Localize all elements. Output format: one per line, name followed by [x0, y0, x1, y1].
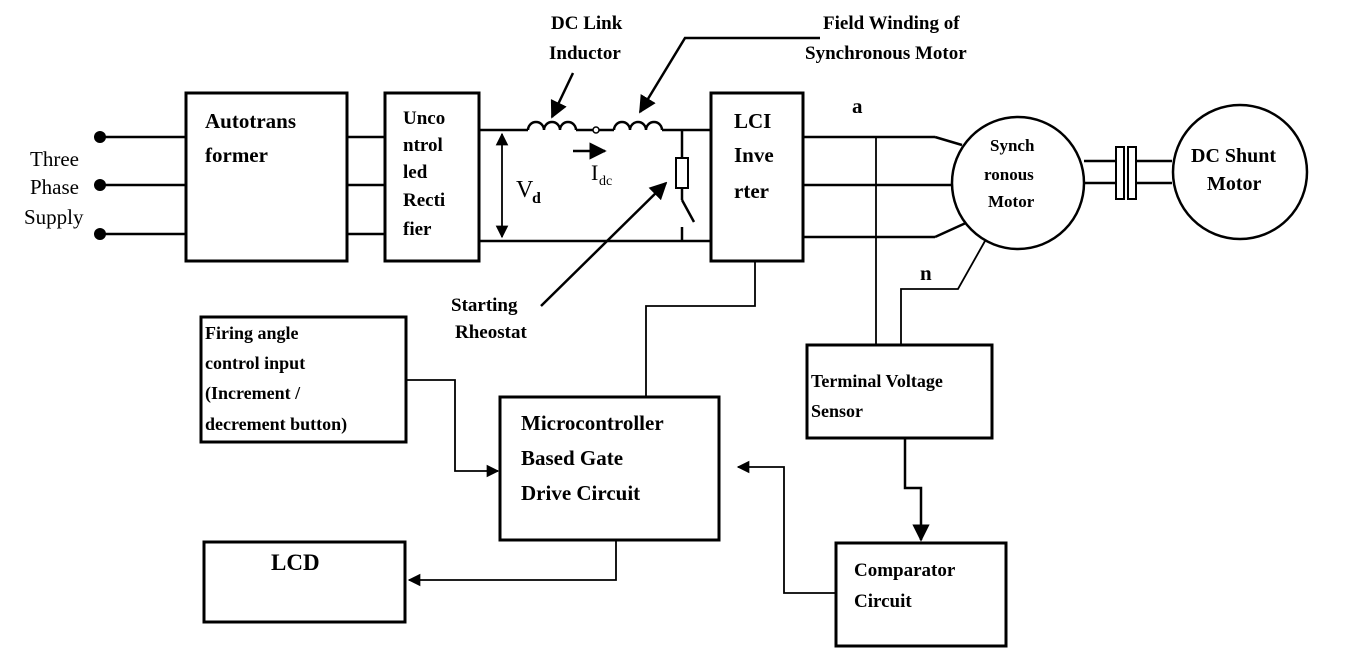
- sync-motor-label-line3: Motor: [988, 192, 1035, 211]
- supply-label-line1: Three: [30, 147, 79, 171]
- shaft-coupling: [1084, 146, 1172, 200]
- firing-input-label-line3: (Increment /: [205, 383, 301, 404]
- lcd-label: LCD: [271, 550, 320, 575]
- inverter-label-line1: LCI: [734, 109, 771, 133]
- comparator-block: [834, 541, 1008, 648]
- rectifier-label-line4: Recti: [403, 190, 445, 211]
- sync-motor-label-line1: Synch: [990, 136, 1035, 155]
- lcd-block: [202, 540, 407, 624]
- sensing-wires: [875, 137, 986, 345]
- supply-label-line2: Phase: [30, 175, 79, 199]
- voltage-sensor-label-line1: Terminal Voltage: [811, 371, 943, 391]
- rectifier-block: [383, 91, 481, 263]
- field-winding-label-line2: Synchronous Motor: [805, 43, 967, 64]
- idc-label: I: [591, 160, 598, 185]
- microcontroller-label-line3: Drive Circuit: [521, 481, 640, 505]
- comparator-label-line2: Circuit: [854, 591, 912, 612]
- lci-inverter-block: [709, 91, 805, 263]
- sync-motor-label-line2: ronous: [984, 165, 1034, 184]
- dc-link-bus: [479, 120, 711, 243]
- voltage-sensor-label-line2: Sensor: [811, 401, 863, 421]
- dc-motor-label-line1: DC Shunt: [1191, 145, 1276, 167]
- microcontroller-label-line1: Microcontroller: [521, 411, 664, 435]
- inverter-label-line2: Inve: [734, 143, 774, 167]
- inverter-label-line3: rter: [734, 179, 769, 203]
- rectifier-label-line3: led: [403, 162, 428, 183]
- dc-link-inductor-label-line2: Inductor: [549, 43, 621, 64]
- dc-motor-label-line2: Motor: [1207, 173, 1262, 195]
- microcontroller-label-line2: Based Gate: [521, 446, 623, 470]
- firing-input-label-line2: control input: [205, 353, 305, 373]
- rectifier-label-line2: ntrol: [403, 135, 443, 156]
- dc-shunt-motor: [1171, 103, 1309, 241]
- field-winding-pointer-arrow: [638, 36, 820, 114]
- rheostat-label-line2: Rheostat: [455, 322, 527, 343]
- dc-link-inductor-label-line1: DC Link: [551, 13, 623, 34]
- neutral-n-label: n: [920, 261, 932, 285]
- micro-to-lcd-arrow: [407, 540, 617, 587]
- firing-to-micro-arrow: [406, 379, 500, 478]
- sensor-to-comparator-arrow: [903, 438, 930, 542]
- rheostat-pointer-arrow: [540, 181, 668, 307]
- micro-to-inverter-wire: [645, 261, 756, 397]
- idc-subscript: dc: [599, 174, 612, 189]
- firing-input-label-line1: Firing angle: [205, 323, 299, 343]
- starting-rheostat: [675, 130, 696, 241]
- autotransformer-block: [184, 91, 349, 263]
- phase-a-label: a: [852, 94, 863, 118]
- vd-label: V: [516, 177, 534, 203]
- rectifier-label-line5: fier: [403, 219, 432, 240]
- vd-subscript: d: [532, 190, 541, 207]
- comparator-label-line1: Comparator: [854, 560, 956, 581]
- firing-input-label-line4: decrement button): [205, 414, 347, 435]
- inverter-motor-wires: [803, 135, 969, 239]
- comparator-to-micro-arrow: [736, 460, 836, 594]
- field-winding-label-line1: Field Winding of: [823, 13, 960, 34]
- microcontroller-block: [498, 395, 721, 542]
- rheostat-label-line1: Starting: [451, 295, 518, 316]
- autotrans-rectifier-wires: [347, 135, 385, 236]
- rectifier-label-line1: Unco: [403, 108, 445, 129]
- autotransformer-label-line2: former: [205, 143, 268, 167]
- supply-terminals: [94, 131, 186, 240]
- terminal-voltage-sensor-block: [805, 343, 994, 440]
- inductor-pointer-arrow: [550, 72, 575, 119]
- supply-label-line3: Supply: [24, 205, 84, 229]
- autotransformer-label-line1: Autotrans: [205, 109, 296, 133]
